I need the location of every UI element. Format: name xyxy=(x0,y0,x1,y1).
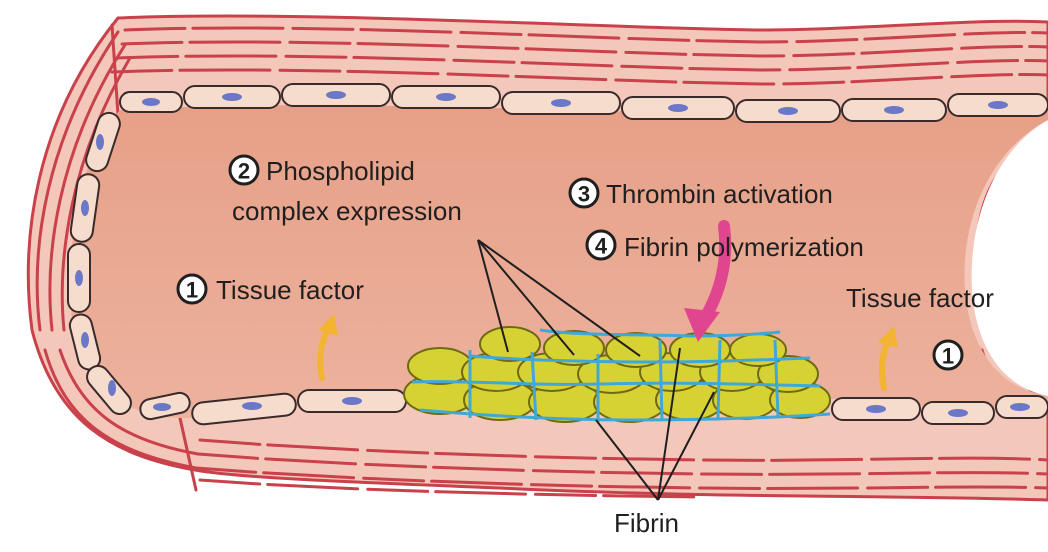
svg-text:4: 4 xyxy=(595,234,608,259)
step-number-1-left: 1 xyxy=(178,275,206,303)
step-number-2: 2 xyxy=(230,156,258,184)
label-thrombin-activation: Thrombin activation xyxy=(606,179,833,209)
step-number-3: 3 xyxy=(570,179,598,207)
step-number-4: 4 xyxy=(587,231,615,259)
label-fibrin-polymerization: Fibrin polymerization xyxy=(624,232,864,262)
label-phospholipid-line2: complex expression xyxy=(232,196,462,226)
label-fibrin: Fibrin xyxy=(614,508,679,538)
svg-text:1: 1 xyxy=(942,344,954,369)
label-tissue-factor-left: Tissue factor xyxy=(216,275,364,305)
label-tissue-factor-right: Tissue factor xyxy=(846,283,994,313)
svg-text:3: 3 xyxy=(578,182,590,207)
svg-text:1: 1 xyxy=(186,278,198,303)
label-phospholipid-line1: Phospholipid xyxy=(266,156,415,186)
svg-text:2: 2 xyxy=(238,159,250,184)
step-number-1-right: 1 xyxy=(934,341,962,369)
